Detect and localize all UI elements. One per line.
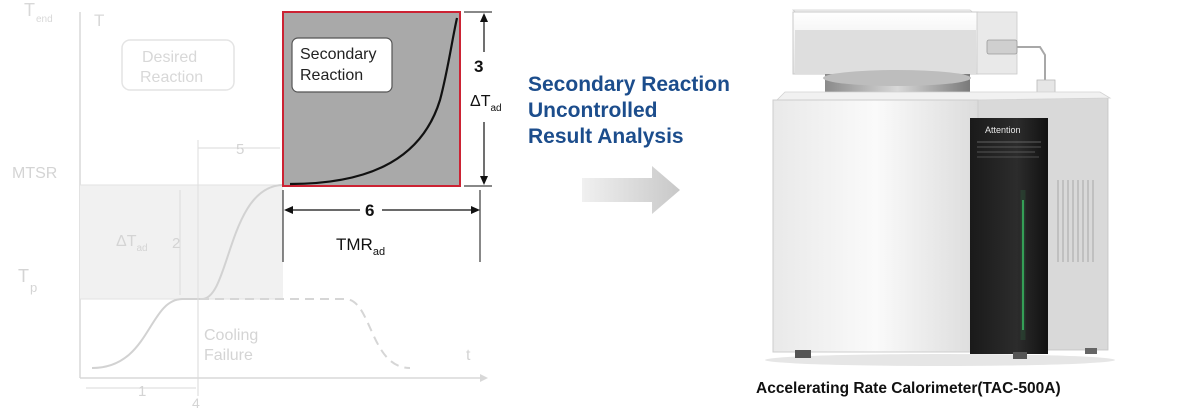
x-axis-arrowhead — [480, 374, 488, 382]
dim-6-arrow-right — [471, 206, 480, 214]
dim-6-arrow-left — [284, 206, 293, 214]
tp-sub: p — [30, 280, 37, 295]
secondary-reaction-box — [291, 37, 393, 93]
desired-line2: Reaction — [140, 69, 203, 86]
dim-3-label-bg — [470, 52, 504, 122]
foot-left — [795, 350, 811, 358]
runaway-curve — [289, 17, 459, 186]
mtsr-label: MTSR — [12, 165, 57, 182]
delta-tad-region — [80, 185, 283, 299]
device-caption: Accelerating Rate Calorimeter(TAC-500A) — [756, 380, 1061, 397]
calorimeter-image: Attention — [765, 9, 1115, 366]
cooling-curve — [200, 298, 411, 369]
sample-port — [986, 39, 1018, 55]
foot-mid — [1013, 352, 1027, 359]
neck-ring-top — [823, 70, 971, 86]
body-front — [772, 99, 979, 353]
cooling-line2: Failure — [204, 347, 253, 364]
foot-right — [1085, 348, 1097, 354]
headline-line2: Uncontrolled — [528, 99, 658, 122]
secondary-line2: Reaction — [300, 67, 363, 84]
axis-top-label: T — [24, 0, 35, 20]
dim-3-arrow-down — [480, 176, 488, 185]
dim-3-arrow-up — [480, 13, 488, 22]
attention-label: Attention — [985, 125, 1021, 135]
floor-shadow — [765, 354, 1115, 366]
step-label-6: 6 — [365, 201, 374, 220]
body-top — [776, 91, 1112, 101]
headline-line1: Secondary Reaction — [528, 73, 730, 96]
step-label-1: 1 — [138, 383, 146, 400]
tp-label: T — [18, 266, 29, 286]
delta-tad-faded: ΔTad — [116, 233, 148, 254]
axis-x-label: t — [466, 347, 471, 364]
secondary-line1: Secondary — [300, 46, 377, 63]
desired-line1: Desired — [142, 49, 197, 66]
headline-line3: Result Analysis — [528, 125, 684, 148]
right-arrow-icon — [582, 166, 680, 214]
headline: Secondary Reaction Uncontrolled Result A… — [528, 72, 768, 150]
lid-front — [795, 30, 976, 74]
front-panel — [970, 118, 1048, 354]
axis-top-sub: end — [36, 14, 53, 25]
dim-6-label-bg — [360, 199, 382, 221]
step-label-3: 3 — [474, 57, 483, 76]
vent-grille — [1057, 180, 1094, 262]
tmr-ad-label: TMRad — [336, 235, 385, 258]
desired-reaction-box — [121, 39, 235, 91]
step-label-2: 2 — [172, 235, 180, 252]
step-label-4: 4 — [192, 395, 200, 410]
axis-y-label: T — [94, 11, 104, 30]
sample-tube — [1017, 46, 1046, 95]
thermal-runaway-diagram: T end T Desired Reaction MTSR T p ΔTad 2… — [12, 0, 504, 410]
step-label-5: 5 — [236, 141, 244, 158]
cooling-line1: Cooling — [204, 327, 258, 344]
delta-tad: ΔTad — [470, 93, 502, 114]
